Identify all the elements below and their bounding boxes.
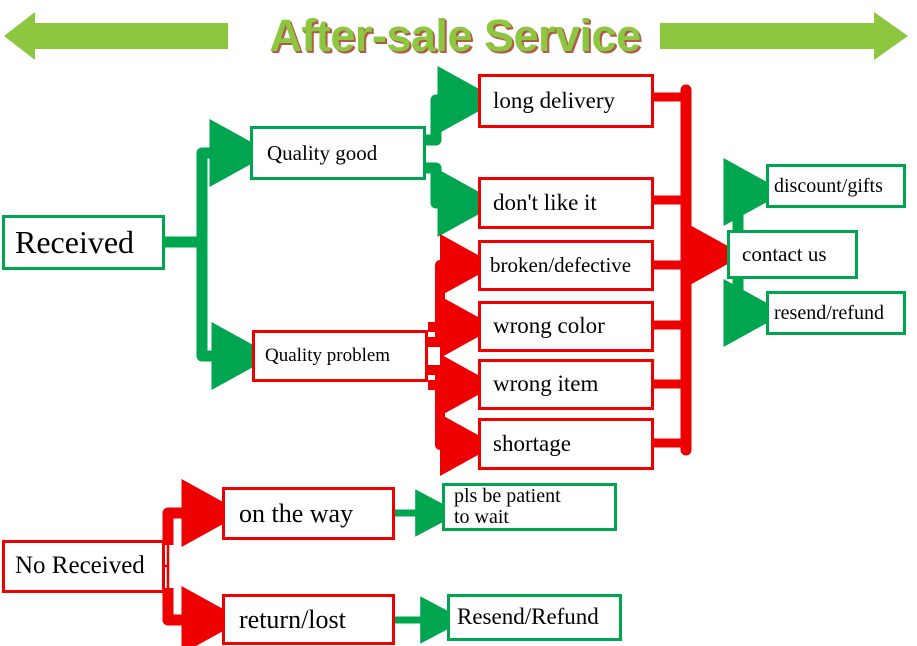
node-discount-gifts[interactable]: discount/gifts [766, 164, 906, 208]
connector-quality-problem-branches [428, 234, 497, 476]
node-quality-problem[interactable]: Quality problem [252, 330, 428, 382]
page-title: After-sale Service [269, 10, 641, 61]
node-shortage[interactable]: shortage [478, 418, 654, 470]
node-pls-be-patient[interactable]: pls be patient to wait [442, 483, 617, 531]
connector-quality-good-branches [426, 65, 500, 238]
connector-no-received-branches [162, 478, 244, 646]
node-resend-refund[interactable]: resend/refund [766, 291, 906, 335]
right-banner-arrow [660, 12, 908, 60]
connector-received-branches [165, 118, 274, 391]
node-contact-us[interactable]: contact us [727, 230, 858, 279]
node-return-lost[interactable]: return/lost [222, 594, 395, 645]
node-received[interactable]: Received [2, 215, 165, 270]
node-wrong-item[interactable]: wrong item [478, 359, 654, 410]
node-dont-like-it[interactable]: don't like it [478, 177, 654, 229]
node-resend-refund-2[interactable]: Resend/Refund [447, 594, 622, 641]
connector-bottom-outcomes [395, 489, 465, 644]
node-quality-good[interactable]: Quality good [250, 126, 426, 180]
node-long-delivery[interactable]: long delivery [478, 74, 654, 128]
node-no-received[interactable]: No Received [2, 540, 165, 593]
node-wrong-color[interactable]: wrong color [478, 301, 654, 352]
node-broken-defective[interactable]: broken/defective [478, 240, 654, 291]
node-on-the-way[interactable]: on the way [222, 487, 395, 540]
connector-problems-bus-to-contact-us [654, 84, 745, 456]
left-banner-arrow [4, 12, 228, 60]
